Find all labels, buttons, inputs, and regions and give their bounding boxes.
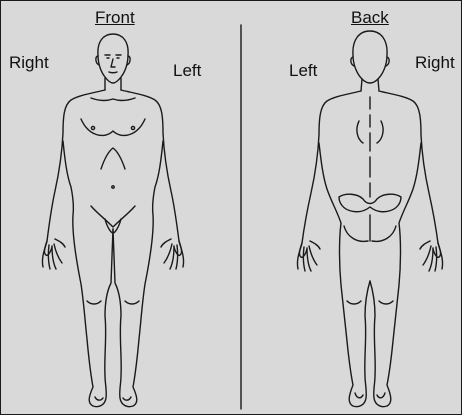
front-hip-lines	[91, 206, 135, 227]
back-head	[353, 31, 387, 83]
front-body-figure	[42, 34, 183, 407]
front-ribcage	[101, 148, 125, 169]
back-buttocks	[344, 215, 396, 241]
front-navel	[112, 186, 114, 188]
back-body-figure	[297, 31, 442, 407]
front-face	[105, 55, 121, 73]
front-pectoral-line	[81, 119, 145, 135]
front-collarbones	[91, 98, 135, 100]
front-nipple-right	[91, 126, 94, 129]
back-knees	[347, 301, 393, 304]
back-heels	[355, 393, 385, 398]
front-nipple-left	[131, 126, 134, 129]
front-knees	[87, 301, 139, 304]
front-feet	[95, 397, 131, 400]
